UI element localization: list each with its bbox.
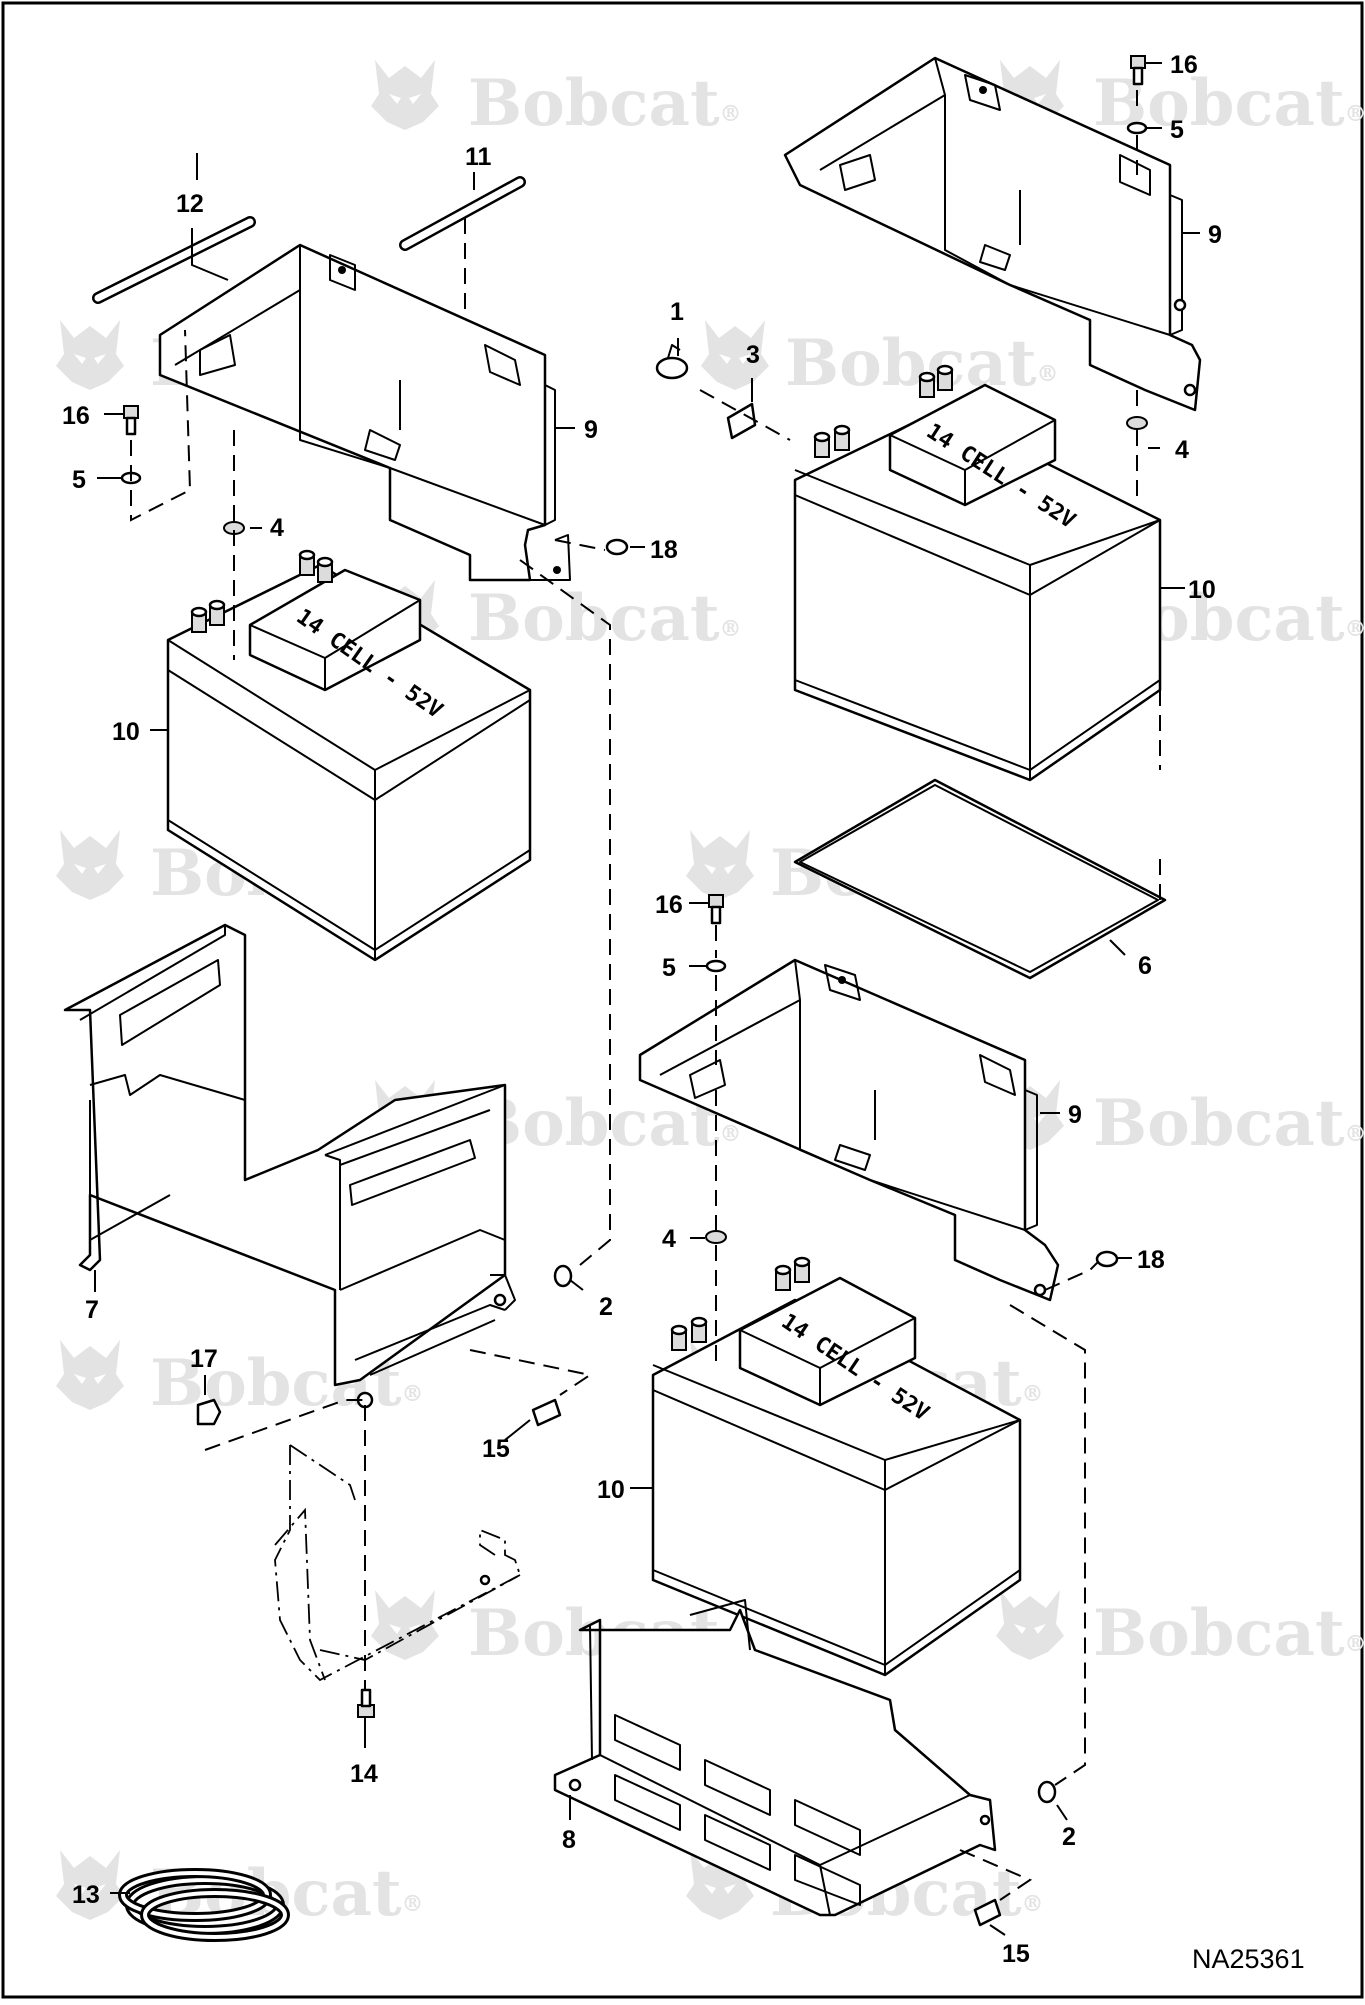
bolt-14-shank xyxy=(360,1688,372,1708)
callout-labels: 1 2 2 3 4 4 4 5 5 5 6 7 8 9 9 9 10 10 10… xyxy=(62,51,1222,1968)
rod-11 xyxy=(399,176,526,251)
bolt-16 xyxy=(708,894,724,908)
right-dashed-guides xyxy=(699,90,1161,1901)
left-upper-bracket-9 xyxy=(158,243,571,582)
callout-2: 2 xyxy=(1062,1823,1076,1851)
callout-6: 6 xyxy=(1138,952,1152,980)
watermark-text: Bobcat® xyxy=(1093,1086,1365,1161)
callout-9: 9 xyxy=(584,416,598,444)
right-lower-battery-10: 14 CELL - 52V xyxy=(651,1256,1022,1677)
decal-3 xyxy=(726,402,757,440)
bolt-16 xyxy=(1130,55,1146,69)
mat-6 xyxy=(793,778,1167,980)
washer-2 xyxy=(1037,1780,1057,1804)
callout-1: 1 xyxy=(670,298,684,326)
left-lower-bracket-7 xyxy=(63,923,516,1409)
callout-15: 15 xyxy=(482,1435,510,1463)
right-upper-bracket-9 xyxy=(783,56,1202,412)
right-middle-bracket-9 xyxy=(638,958,1060,1302)
pin-15 xyxy=(973,1898,1002,1927)
callout-7: 7 xyxy=(85,1296,99,1324)
left-dashed-guides xyxy=(130,329,611,1690)
callout-9: 9 xyxy=(1208,221,1222,249)
lock-washer-4 xyxy=(705,1230,727,1244)
callout-18: 18 xyxy=(650,536,678,564)
lock-washer-4 xyxy=(1126,416,1148,430)
battery-terminal xyxy=(813,364,954,458)
callout-12: 12 xyxy=(176,190,204,218)
callout-4: 4 xyxy=(270,514,284,542)
callout-8: 8 xyxy=(562,1826,576,1854)
nut-18 xyxy=(1095,1250,1119,1268)
callout-18: 18 xyxy=(1137,1246,1165,1274)
callout-10: 10 xyxy=(112,718,140,746)
watermark-text: Bobcat® xyxy=(468,66,742,141)
battery-terminal xyxy=(190,549,334,633)
callout-5: 5 xyxy=(1170,116,1184,144)
callout-9: 9 xyxy=(1068,1101,1082,1129)
washer-5 xyxy=(705,959,727,973)
battery-terminal xyxy=(670,1256,811,1351)
callout-10: 10 xyxy=(1188,576,1216,604)
callout-16: 16 xyxy=(1170,51,1198,79)
right-lower-bracket-8 xyxy=(553,1599,997,1917)
callout-5: 5 xyxy=(72,466,86,494)
right-hardware xyxy=(705,55,1148,1927)
watermark-text: Bobcat® xyxy=(468,581,742,656)
callout-2: 2 xyxy=(599,1293,613,1321)
left-leader-lines xyxy=(94,153,645,1748)
watermark-text: Bobcat® xyxy=(1093,1596,1365,1671)
callout-11: 11 xyxy=(465,143,492,171)
nut-17 xyxy=(196,1398,222,1426)
callout-5: 5 xyxy=(662,954,676,982)
callout-3: 3 xyxy=(746,341,760,369)
right-upper-battery-10: 14 CELL - 52V xyxy=(793,364,1162,782)
callout-16: 16 xyxy=(62,402,90,430)
left-battery-10: 14 CELL - 52V xyxy=(166,549,532,962)
bolt-16-shank xyxy=(710,905,722,925)
bolt-16 xyxy=(123,405,139,419)
washer-5 xyxy=(1126,121,1148,135)
callout-10: 10 xyxy=(597,1476,625,1504)
nut-18 xyxy=(605,538,629,556)
callout-14: 14 xyxy=(350,1760,378,1788)
right-leader-lines xyxy=(569,62,1200,1936)
bolt-16-shank xyxy=(125,416,137,436)
callout-15: 15 xyxy=(1002,1940,1030,1968)
bolt-16-shank xyxy=(1132,66,1144,86)
leader-12 xyxy=(191,228,229,281)
drawing-number: NA25361 xyxy=(1192,1944,1305,1974)
callout-4: 4 xyxy=(662,1225,676,1253)
callout-16: 16 xyxy=(655,891,683,919)
hose-coil-13 xyxy=(118,1868,290,1942)
callout-13: 13 xyxy=(72,1881,100,1909)
callout-17: 17 xyxy=(190,1345,218,1373)
washer-2 xyxy=(553,1264,573,1288)
rod-12 xyxy=(92,216,256,304)
pin-15 xyxy=(531,1398,562,1427)
callout-4: 4 xyxy=(1175,436,1189,464)
